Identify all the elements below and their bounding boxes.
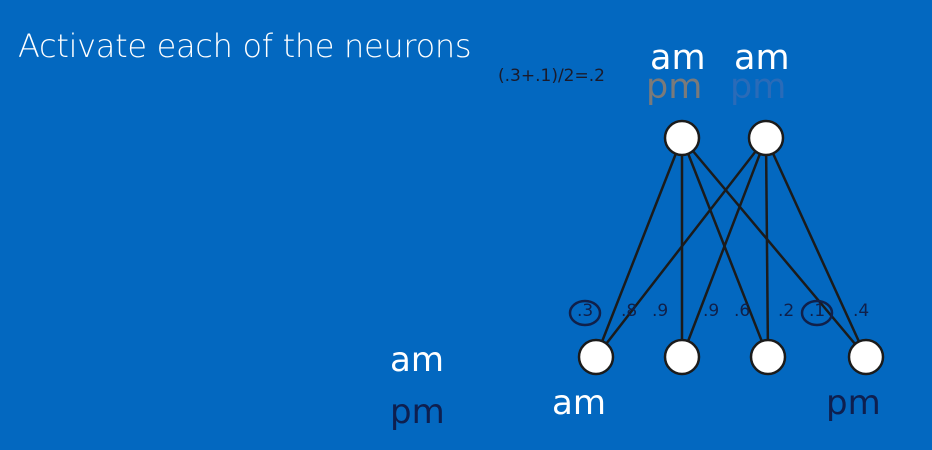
connection-2-4 xyxy=(764,137,868,358)
connection-1-1 xyxy=(594,137,684,358)
legend-am: am xyxy=(390,340,444,380)
connection-2-3 xyxy=(764,137,770,358)
top-neuron-1-am-label: am xyxy=(650,38,706,78)
top-neuron-1-pm-label: pm xyxy=(646,67,703,107)
activation-formula: (.3+.1)/2=.2 xyxy=(498,66,605,86)
weight-label-8: .4 xyxy=(853,301,870,321)
input-neuron-2 xyxy=(663,338,701,376)
input-label-am: am xyxy=(552,383,606,423)
input-neuron-4 xyxy=(847,338,885,376)
weight-label-1: .3 xyxy=(577,301,594,321)
highlight-circle-weight-1 xyxy=(568,299,602,327)
input-neuron-1 xyxy=(577,338,615,376)
highlight-circle-weight-7 xyxy=(800,299,834,327)
weight-label-6: .2 xyxy=(778,301,795,321)
input-neuron-3 xyxy=(749,338,787,376)
input-label-pm: pm xyxy=(826,383,881,423)
weight-label-5: .6 xyxy=(734,301,751,321)
top-neuron-2 xyxy=(747,119,785,157)
connection-2-2 xyxy=(680,137,768,358)
weight-label-4: .9 xyxy=(703,301,720,321)
weight-label-7: .1 xyxy=(809,301,826,321)
top-neuron-1 xyxy=(663,119,701,157)
weight-label-3: .9 xyxy=(652,301,669,321)
connection-2-1 xyxy=(595,137,767,358)
top-neuron-2-am-label: am xyxy=(734,38,790,78)
weight-label-2: .8 xyxy=(621,301,638,321)
top-neuron-2-pm-label: pm xyxy=(730,67,787,107)
legend-pm: pm xyxy=(390,392,445,432)
connection-1-4 xyxy=(681,137,867,358)
connections xyxy=(594,137,868,358)
slide-title: Activate each of the neurons xyxy=(18,27,472,65)
